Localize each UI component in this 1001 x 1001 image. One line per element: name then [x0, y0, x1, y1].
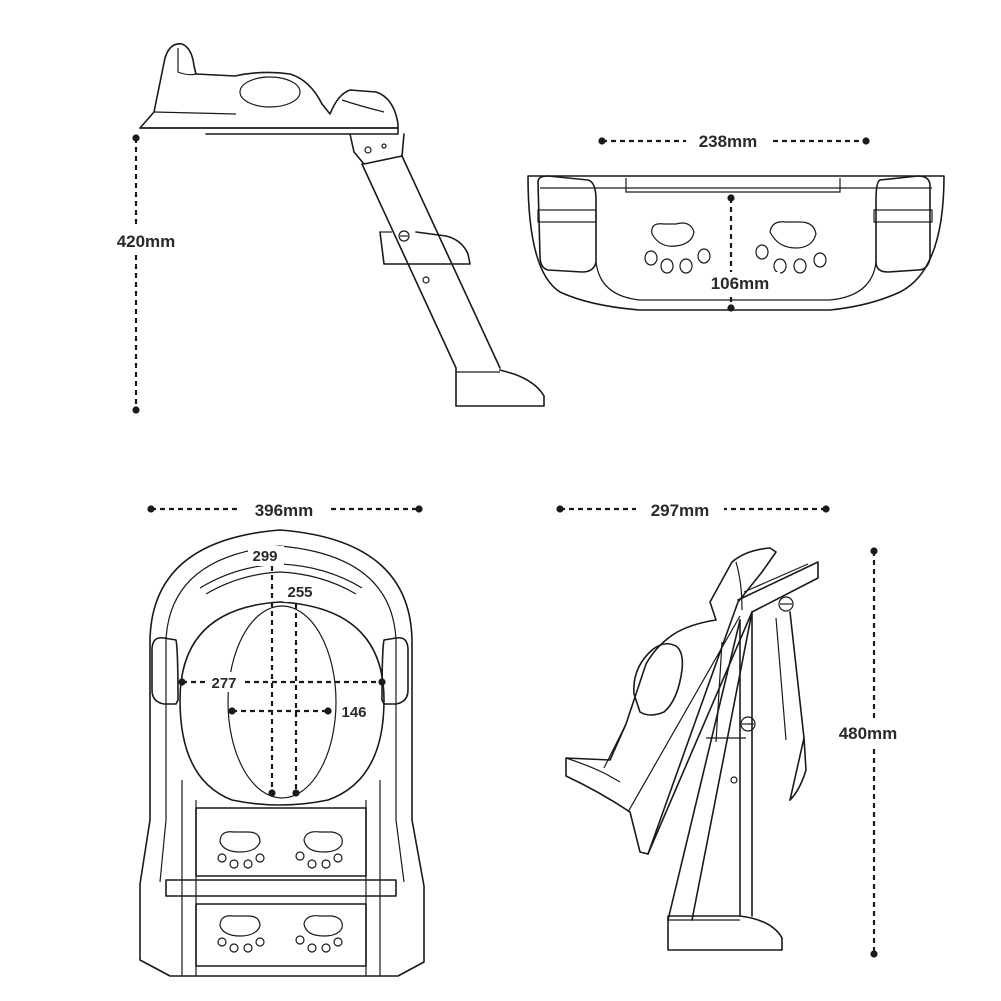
dimension-end-dot	[598, 137, 606, 145]
seat-inner-width-label: 146	[341, 704, 366, 721]
dimension-end-dot	[178, 678, 186, 686]
folded-height-dimension: 480mm	[826, 547, 910, 958]
dimension-end-dot	[727, 304, 735, 312]
dimension-end-dot	[147, 505, 155, 513]
dimension-end-dot	[268, 789, 276, 797]
side-height-dimension: 420mm	[104, 134, 184, 414]
front-view-drawing	[139, 529, 425, 977]
folded-view-drawing	[565, 547, 819, 951]
dimension-end-dot	[378, 678, 386, 686]
dimension-end-dot	[822, 505, 830, 513]
step-top-view-drawing	[527, 175, 945, 311]
seat-inner-length-label: 255	[287, 584, 312, 601]
step-width-dimension: 238mm	[598, 130, 870, 154]
overall-width-dimension: 396mm	[147, 497, 423, 521]
dimension-end-dot	[132, 134, 140, 142]
seat-width-label: 277	[211, 675, 236, 692]
dimension-end-dot	[228, 707, 236, 715]
side-view-drawing	[139, 42, 545, 407]
dimension-end-dot	[292, 789, 300, 797]
dimension-end-dot	[870, 950, 878, 958]
step-depth-dimension: 106mm	[700, 194, 780, 312]
dimension-end-dot	[862, 137, 870, 145]
dimension-end-dot	[132, 406, 140, 414]
overall-width-label: 396mm	[255, 501, 314, 520]
folded-depth-dimension: 297mm	[556, 497, 830, 521]
side-height-label: 420mm	[117, 232, 176, 251]
dimension-end-dot	[556, 505, 564, 513]
dimension-end-dot	[415, 505, 423, 513]
dimension-end-dot	[727, 194, 735, 202]
seat-outer-label: 299	[252, 548, 277, 565]
folded-depth-label: 297mm	[651, 501, 710, 520]
seat-dimensions: 299 255 277 146	[178, 546, 386, 797]
folded-height-label: 480mm	[839, 724, 898, 743]
dimension-end-dot	[324, 707, 332, 715]
dimension-end-dot	[870, 547, 878, 555]
step-width-label: 238mm	[699, 132, 758, 151]
step-depth-label: 106mm	[711, 274, 770, 293]
